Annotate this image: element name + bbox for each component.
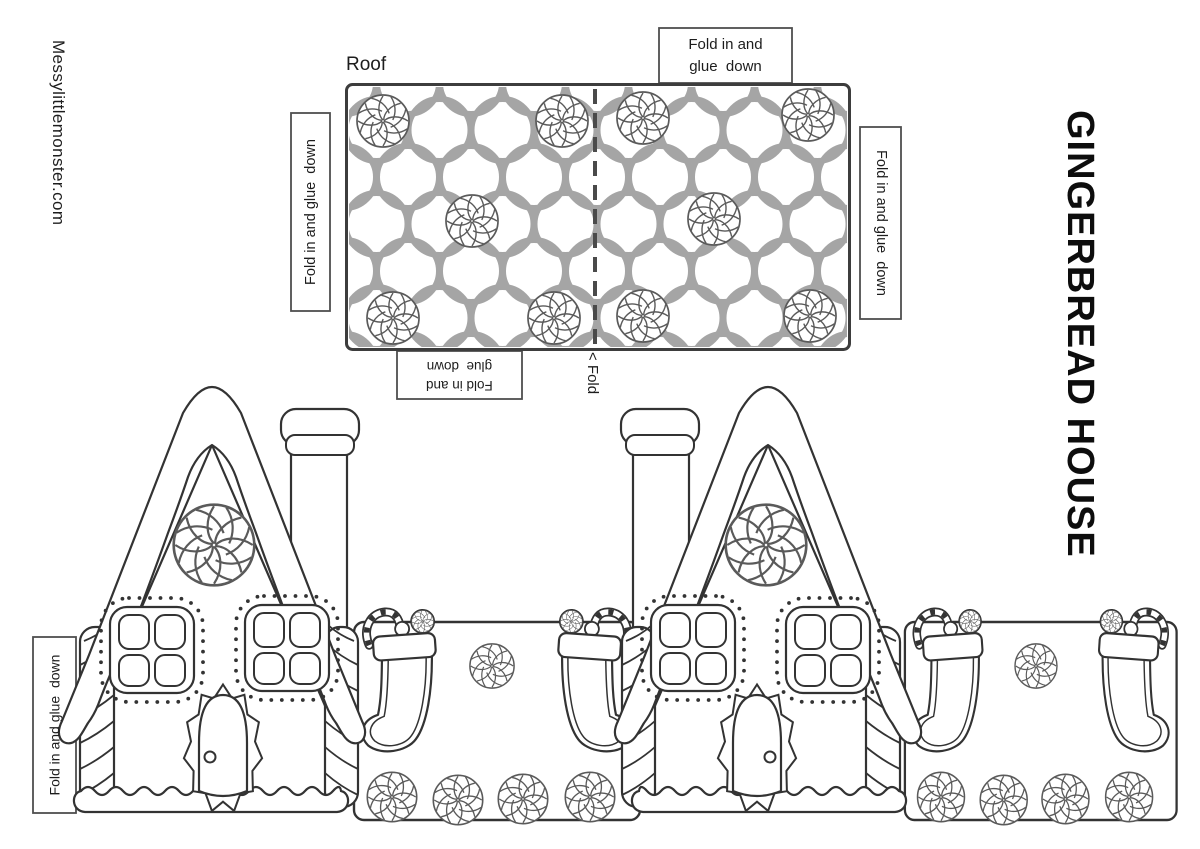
roof-tab-bottom: Fold in and glue down (397, 351, 522, 399)
roof-piece (345, 83, 851, 351)
roof-tab-right-label: Fold in and glue down (872, 150, 889, 296)
fold-marker: < Fold (584, 352, 601, 395)
house-tab-left-label: Fold in and glue down (46, 654, 63, 796)
roof-tab-bottom-line1: Fold in and (426, 377, 493, 393)
roof-tab-top: Fold in and glue down (659, 28, 792, 83)
house-tab-left: Fold in and glue down (33, 637, 76, 813)
glue-tab-boxes (32, 27, 902, 814)
roof-tab-top-line1: Fold in and (688, 35, 763, 53)
roof-tab-top-box (658, 27, 793, 84)
roof-tab-bottom-line2: glue down (426, 359, 493, 374)
roof-tab-right: Fold in and glue down (860, 127, 901, 319)
house-front-right (615, 387, 921, 812)
roof-label: Roof (346, 54, 387, 75)
roof-tab-bottom-box (396, 350, 523, 400)
side-wall-piece-2 (905, 609, 1177, 826)
page-title: GINGERBREAD HOUSE (1059, 110, 1101, 558)
roof-tab-left-box (290, 112, 331, 312)
roof-tab-left-label: Fold in and glue down (302, 139, 319, 285)
roof-tab-right-box (859, 126, 902, 320)
roof-tab-left: Fold in and glue down (291, 113, 330, 311)
side-wall-piece-1 (354, 609, 640, 826)
site-watermark: Messylittlemonster.com (49, 40, 68, 226)
roof-tab-top-line2: glue down (689, 57, 762, 75)
roof-tab-bottom-text: Fold in and glue down (426, 356, 493, 394)
house-front-left (59, 387, 365, 812)
roof-scale-pattern (349, 87, 847, 347)
